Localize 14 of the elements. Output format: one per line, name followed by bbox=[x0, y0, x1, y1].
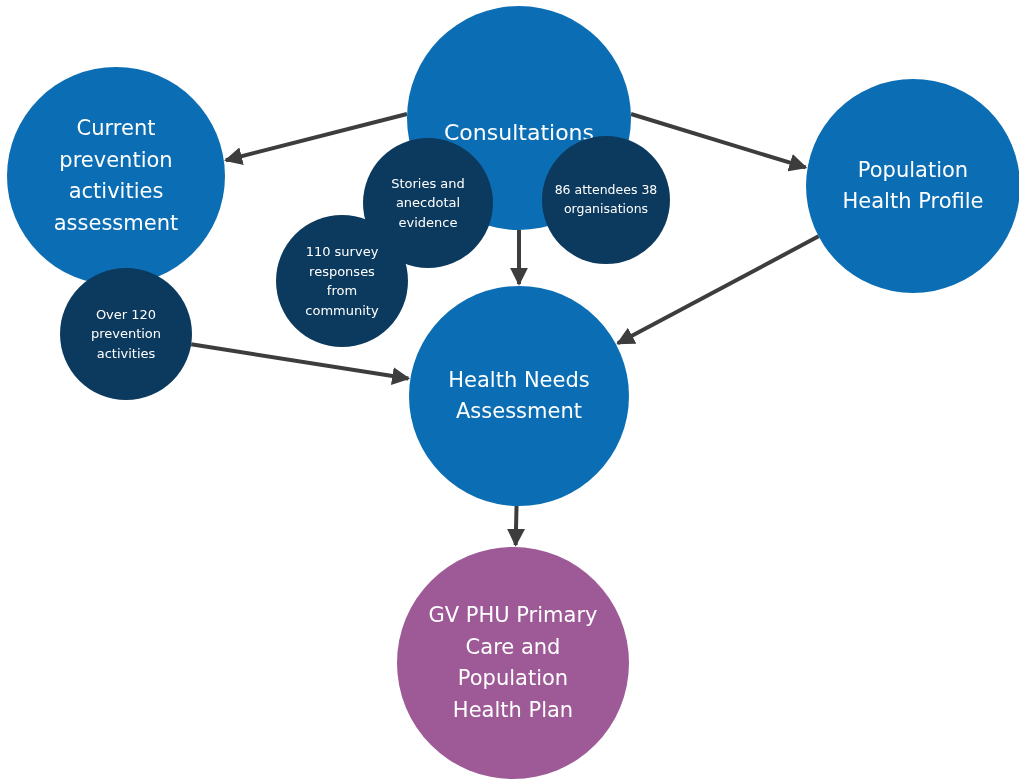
node-label: Health Needs Assessment bbox=[447, 366, 591, 425]
node-label: Stories and anecdotal evidence bbox=[390, 174, 466, 232]
node-label: Over 120 prevention activities bbox=[89, 305, 163, 363]
arrow bbox=[507, 505, 525, 547]
arrow bbox=[510, 230, 528, 286]
arrow bbox=[630, 112, 808, 172]
node-label: Current prevention activities assessment bbox=[52, 115, 180, 237]
node-label: 86 attendees 38 organisations bbox=[553, 181, 659, 218]
arrow bbox=[190, 342, 411, 385]
arrow bbox=[224, 112, 408, 165]
node-label: Population Health Profile bbox=[841, 156, 985, 215]
node-label: GV PHU Primary Care and Population Health Plan bbox=[427, 602, 599, 724]
node-label: 110 survey responses from community bbox=[304, 243, 380, 320]
node-label: Consultations bbox=[443, 119, 595, 147]
